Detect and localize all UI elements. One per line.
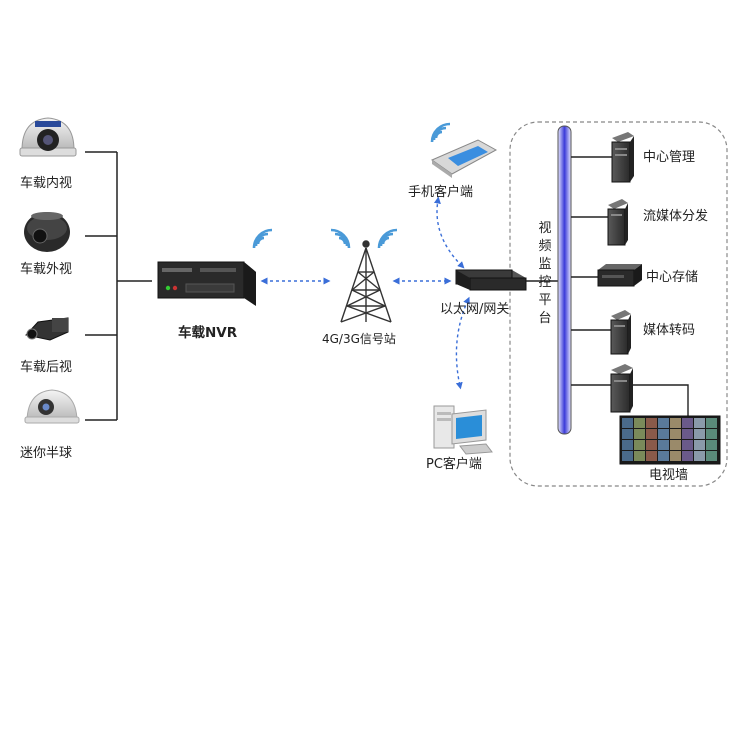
label-mobile-client: 手机客户端 — [408, 185, 474, 200]
video-wall-tile — [622, 418, 633, 428]
video-wall-tile — [622, 451, 633, 461]
mobile-phone-icon — [430, 139, 498, 178]
label-gateway: 以太网/网关 — [440, 302, 510, 317]
nvr-wifi-icon — [252, 228, 273, 249]
label-camera-interior: 车载内视 — [20, 176, 73, 191]
video-wall-tile — [670, 451, 681, 461]
label-camera-rear: 车载后视 — [20, 360, 73, 375]
platform-char: 监 — [538, 257, 552, 272]
label-service-management: 中心管理 — [643, 150, 696, 165]
label-tower: 4G/3G信号站 — [322, 332, 396, 346]
video-wall-tile — [646, 440, 657, 450]
wall-server-icon — [610, 364, 633, 413]
camera-bracket — [85, 151, 152, 421]
label-camera-exterior: 车载外视 — [20, 262, 73, 277]
video-wall-tile — [694, 451, 705, 461]
video-wall-tile — [694, 418, 705, 428]
transcoding-server-icon — [610, 310, 631, 355]
label-nvr: 车载NVR — [178, 325, 238, 341]
wall-connector — [633, 384, 689, 418]
video-wall-tile — [706, 451, 717, 461]
video-wall-tile — [658, 429, 669, 439]
gateway-pc-link — [455, 296, 470, 390]
label-service-storage: 中心存储 — [646, 270, 699, 285]
video-wall-tile — [634, 418, 645, 428]
video-wall-tile — [646, 451, 657, 461]
video-wall-tile — [706, 429, 717, 439]
streaming-server-icon — [607, 199, 628, 246]
video-wall-tile — [658, 440, 669, 450]
video-wall-tile — [622, 429, 633, 439]
video-wall-tile — [646, 429, 657, 439]
gateway-switch-icon — [455, 269, 527, 291]
storage-device-icon — [597, 264, 642, 287]
signal-tower-icon — [340, 240, 392, 323]
label-service-transcoding: 媒体转码 — [643, 323, 696, 338]
platform-border — [509, 121, 728, 487]
tower-wifi-right-icon — [377, 228, 398, 249]
video-wall-tile — [670, 429, 681, 439]
label-service-streaming: 流媒体分发 — [643, 209, 709, 224]
video-wall-tile — [682, 440, 693, 450]
video-wall-tile — [670, 418, 681, 428]
mini-dome-camera-icon — [24, 389, 80, 424]
nvr-device-icon — [157, 261, 256, 306]
video-wall-tile — [694, 429, 705, 439]
video-wall-icon — [619, 415, 721, 465]
platform-char: 台 — [538, 311, 552, 326]
gateway-phone-link — [433, 196, 465, 269]
tower-wifi-left-icon — [330, 228, 351, 249]
video-wall-tile — [622, 440, 633, 450]
platform-char: 控 — [538, 275, 552, 290]
video-wall-tile — [694, 440, 705, 450]
label-video-wall: 电视墙 — [649, 468, 689, 483]
video-wall-tile — [658, 451, 669, 461]
video-wall-tile — [706, 418, 717, 428]
platform-bus — [557, 125, 572, 435]
label-camera-mini-dome: 迷你半球 — [20, 446, 73, 461]
video-wall-tile — [682, 418, 693, 428]
platform-char: 平 — [538, 293, 552, 308]
video-wall-tile — [634, 440, 645, 450]
phone-wifi-icon — [430, 122, 451, 143]
video-wall-tile — [670, 440, 681, 450]
label-pc-client: PC客户端 — [426, 457, 482, 472]
video-wall-tile — [634, 451, 645, 461]
video-wall-tile — [682, 451, 693, 461]
video-wall-tile — [658, 418, 669, 428]
bus-connectors — [571, 156, 612, 386]
video-wall-tile — [706, 440, 717, 450]
platform-char: 频 — [538, 239, 552, 254]
platform-char: 视 — [538, 221, 552, 236]
label-platform: 视 频 监 控 平 台 — [537, 220, 553, 328]
rear-camera-icon — [25, 317, 69, 341]
management-server-icon — [611, 132, 634, 183]
video-wall-tile — [634, 429, 645, 439]
dome-camera-icon — [19, 117, 77, 157]
exterior-camera-icon — [24, 212, 70, 252]
video-wall-tile — [646, 418, 657, 428]
pc-client-icon — [433, 405, 493, 455]
video-wall-tile — [682, 429, 693, 439]
